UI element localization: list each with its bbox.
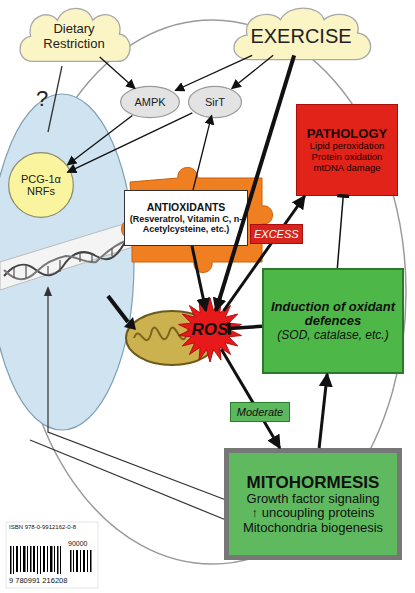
arrowhead: [44, 286, 52, 296]
node-title: ROS: [192, 320, 229, 339]
barcode: [6, 522, 98, 588]
inhibition-connector: [337, 196, 343, 268]
dna-strip: [0, 222, 136, 290]
node-text: mtDNA damage: [313, 163, 380, 174]
factor-circle: PCG-1α NRFs: [8, 152, 74, 218]
dna-band: [0, 222, 136, 290]
node-title: Dietary Restriction: [26, 22, 122, 51]
arrow-connector: [221, 349, 279, 448]
node-text: Growth factor signaling: [247, 492, 380, 507]
signal-ellipse: AMPK: [120, 86, 180, 118]
node-text: (SOD, catalase, etc.): [277, 329, 388, 342]
node-title: PCG-1α NRFs: [17, 173, 65, 198]
ros-starburst: ROS: [178, 298, 242, 362]
dna-rungs: [14, 248, 112, 278]
ellipse-shape: [189, 86, 242, 117]
arrow-connector: [67, 115, 132, 164]
question-mark: ?: [36, 86, 48, 112]
inhibition-connector: [229, 326, 262, 328]
node-text: Mitochondria biogenesis: [243, 521, 383, 536]
feedback-line: [30, 440, 226, 520]
node-text: ↑ uncoupling proteins: [252, 506, 375, 521]
edge-label: Moderate: [230, 402, 290, 422]
arrow-connector: [319, 374, 327, 448]
arrow-connector: [175, 55, 252, 90]
pathology-box: PATHOLOGYLipid peroxidationProtein oxida…: [296, 104, 398, 196]
mitohormesis-box: MITOHORMESISGrowth factor signaling↑ unc…: [224, 448, 402, 560]
puzzle-piece: [122, 167, 273, 272]
arrowhead: [124, 317, 136, 330]
arrow-connector: [67, 113, 192, 173]
signal-ellipse: SirT: [188, 86, 242, 118]
dr-question-line: [48, 66, 62, 132]
node-title: MITOHORMESIS: [247, 473, 380, 492]
arrow-connector: [224, 196, 305, 311]
cloud-shape: [234, 8, 371, 59]
arrow-connector: [100, 57, 135, 89]
arrow-connector: [193, 115, 212, 190]
node-title: Induction of oxidant defences: [270, 300, 396, 329]
arrow-connector: [192, 246, 206, 311]
cloud-shape: [20, 8, 130, 61]
node-title: PATHOLOGY: [307, 127, 387, 142]
ellipse-shape: [9, 153, 74, 218]
dna-strand: [4, 240, 128, 279]
node-title: ANTIOXIDANTS: [147, 202, 226, 214]
arrow-connector: [216, 55, 294, 310]
node-title: AMPK: [134, 96, 165, 108]
arrow-connector: [232, 55, 273, 88]
price-code: 90000: [68, 540, 87, 547]
node-text: Protein oxidation: [312, 152, 383, 163]
node-title: EXERCISE: [250, 25, 351, 47]
isbn-text: ISBN 978-0-9912162-0-8: [9, 524, 76, 530]
input-cloud: Dietary Restriction: [12, 2, 136, 66]
node-text: Lipid peroxidation: [310, 141, 384, 152]
barcode-bars: [10, 546, 92, 574]
ellipse-shape: [121, 86, 180, 117]
antioxidant-box: ANTIOXIDANTS(Resveratrol, Vitamin C, n-A…: [124, 190, 248, 246]
node-title: SirT: [205, 96, 225, 108]
barcode-number: 9 780991 216208: [9, 576, 67, 585]
edge-label: EXCESS: [250, 224, 303, 244]
barcode-panel: [6, 522, 98, 588]
nucleus-to-mito-arrow: [108, 296, 128, 322]
input-cloud: EXERCISE: [224, 2, 378, 64]
defence-box: Induction of oxidant defences(SOD, catal…: [262, 268, 404, 374]
starburst-shape: [179, 298, 242, 362]
node-text: (Resveratrol, Vitamin C, n-Acetylcystein…: [129, 214, 243, 234]
